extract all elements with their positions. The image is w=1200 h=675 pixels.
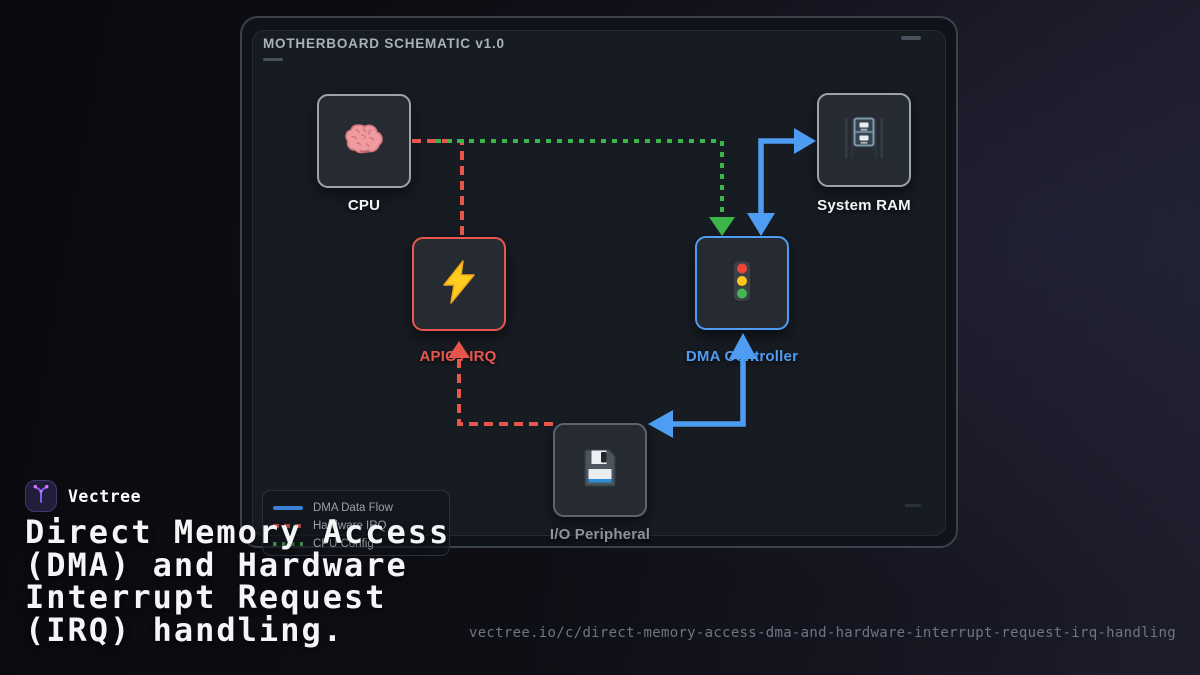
io-peripheral-label: I/O Peripheral xyxy=(549,526,651,543)
traffic-light-icon xyxy=(718,257,766,310)
apic-irq-label: APIC / IRQ xyxy=(419,348,497,365)
dashed-red-line-swatch xyxy=(273,524,303,528)
legend: DMA Data Flow Hardware IRQ CPU Config xyxy=(262,490,450,556)
node-apic-irq[interactable] xyxy=(412,237,506,331)
panel-title: MOTHERBOARD SCHEMATIC v1.0 xyxy=(263,36,505,51)
node-dma-controller[interactable] xyxy=(695,236,789,330)
node-cpu[interactable] xyxy=(317,94,411,188)
dotted-green-line-swatch xyxy=(273,542,303,546)
panel-title-underline xyxy=(263,58,283,61)
legend-item-irq: Hardware IRQ xyxy=(273,517,439,535)
node-system-ram[interactable] xyxy=(817,93,911,187)
brand-name: Vectree xyxy=(68,487,142,506)
title-line: Direct Memory Access xyxy=(25,513,451,551)
title-line: (IRQ) handling. xyxy=(25,610,344,649)
cpu-label: CPU xyxy=(347,197,381,214)
legend-label: CPU Config xyxy=(313,538,374,550)
vectree-logo xyxy=(25,480,57,512)
canonical-url-link[interactable]: vectree.io/c/direct-memory-access-dma-an… xyxy=(468,625,1176,641)
vectree-branch-icon xyxy=(27,480,55,513)
panel-corner-dash-bottom xyxy=(905,504,921,507)
node-io-peripheral[interactable] xyxy=(553,423,647,517)
floppy-disk-icon xyxy=(576,444,624,497)
dma-controller-label: DMA Controller xyxy=(685,348,799,365)
brain-icon xyxy=(340,115,388,168)
panel-corner-dash-top xyxy=(901,36,921,40)
legend-item-config: CPU Config xyxy=(273,535,439,553)
system-ram-label: System RAM xyxy=(817,197,911,214)
solid-blue-line-swatch xyxy=(273,506,303,510)
page-title: Direct Memory Access (DMA) and Hardware … xyxy=(25,516,450,646)
legend-label: DMA Data Flow xyxy=(313,502,393,514)
title-line: Interrupt Request xyxy=(25,578,387,616)
title-line: (DMA) and Hardware xyxy=(25,545,408,584)
legend-item-dma: DMA Data Flow xyxy=(273,499,439,517)
legend-label: Hardware IRQ xyxy=(313,520,387,532)
lightning-bolt-icon xyxy=(435,258,483,311)
file-cabinet-icon xyxy=(840,114,888,167)
